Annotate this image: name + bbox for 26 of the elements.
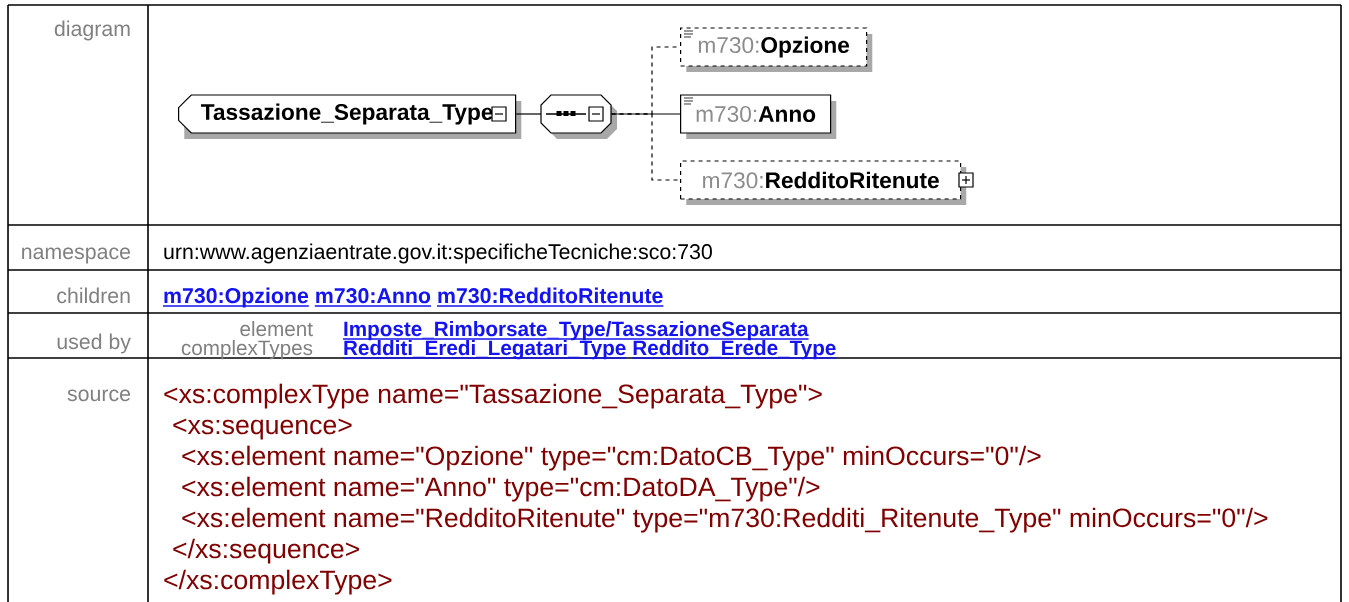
source-line: <xs:sequence>: [173, 418, 352, 440]
source-line: <xs:complexType name="Tassazione_Separata_Type">: [164, 383, 822, 409]
row-label: namespace: [22, 247, 131, 264]
source-line: </xs:complexType>: [164, 569, 392, 595]
link: m730:Opzione: [162, 287, 310, 308]
link: m730:RedditoRitenute: [436, 287, 665, 307]
link: Imposte_Rimborsate_Type/TassazioneSeparata: [342, 321, 810, 341]
connector: [610, 113, 681, 181]
namespace-text: urn:www.agenziaentrate.gov.it:specificheTecniche:sco:730: [164, 243, 712, 264]
sub-label: complexTypes: [181, 340, 313, 360]
link: Redditi_Eredi_Legatari_Type: [342, 340, 627, 360]
row-label: source: [67, 389, 131, 402]
sub-label: element: [240, 321, 313, 337]
source-line: <xs:element name="Opzione" type="cm:DatoCB_Type" minOccurs="0"/>: [182, 445, 1041, 471]
link: Reddito_Erede_Type: [631, 340, 837, 360]
row-label: diagram: [54, 20, 130, 41]
connector: [515, 113, 542, 115]
source-line: </xs:sequence>: [173, 538, 359, 564]
element-box: m730:Opzione: [680, 27, 873, 72]
row-label: children: [57, 287, 130, 304]
element-box: m730:RedditoRitenute: [680, 160, 967, 205]
source-line: <xs:element name="Anno" type="cm:DatoDA_Type"/>: [182, 476, 820, 502]
row-label: used by: [57, 333, 131, 354]
source-line: <xs:element name="RedditoRitenute" type="m730:Redditi_Ritenute_Type" minOccurs="0"/>: [182, 507, 1268, 533]
element-box: m730:Anno: [680, 94, 837, 139]
link: m730:Anno: [314, 288, 432, 307]
